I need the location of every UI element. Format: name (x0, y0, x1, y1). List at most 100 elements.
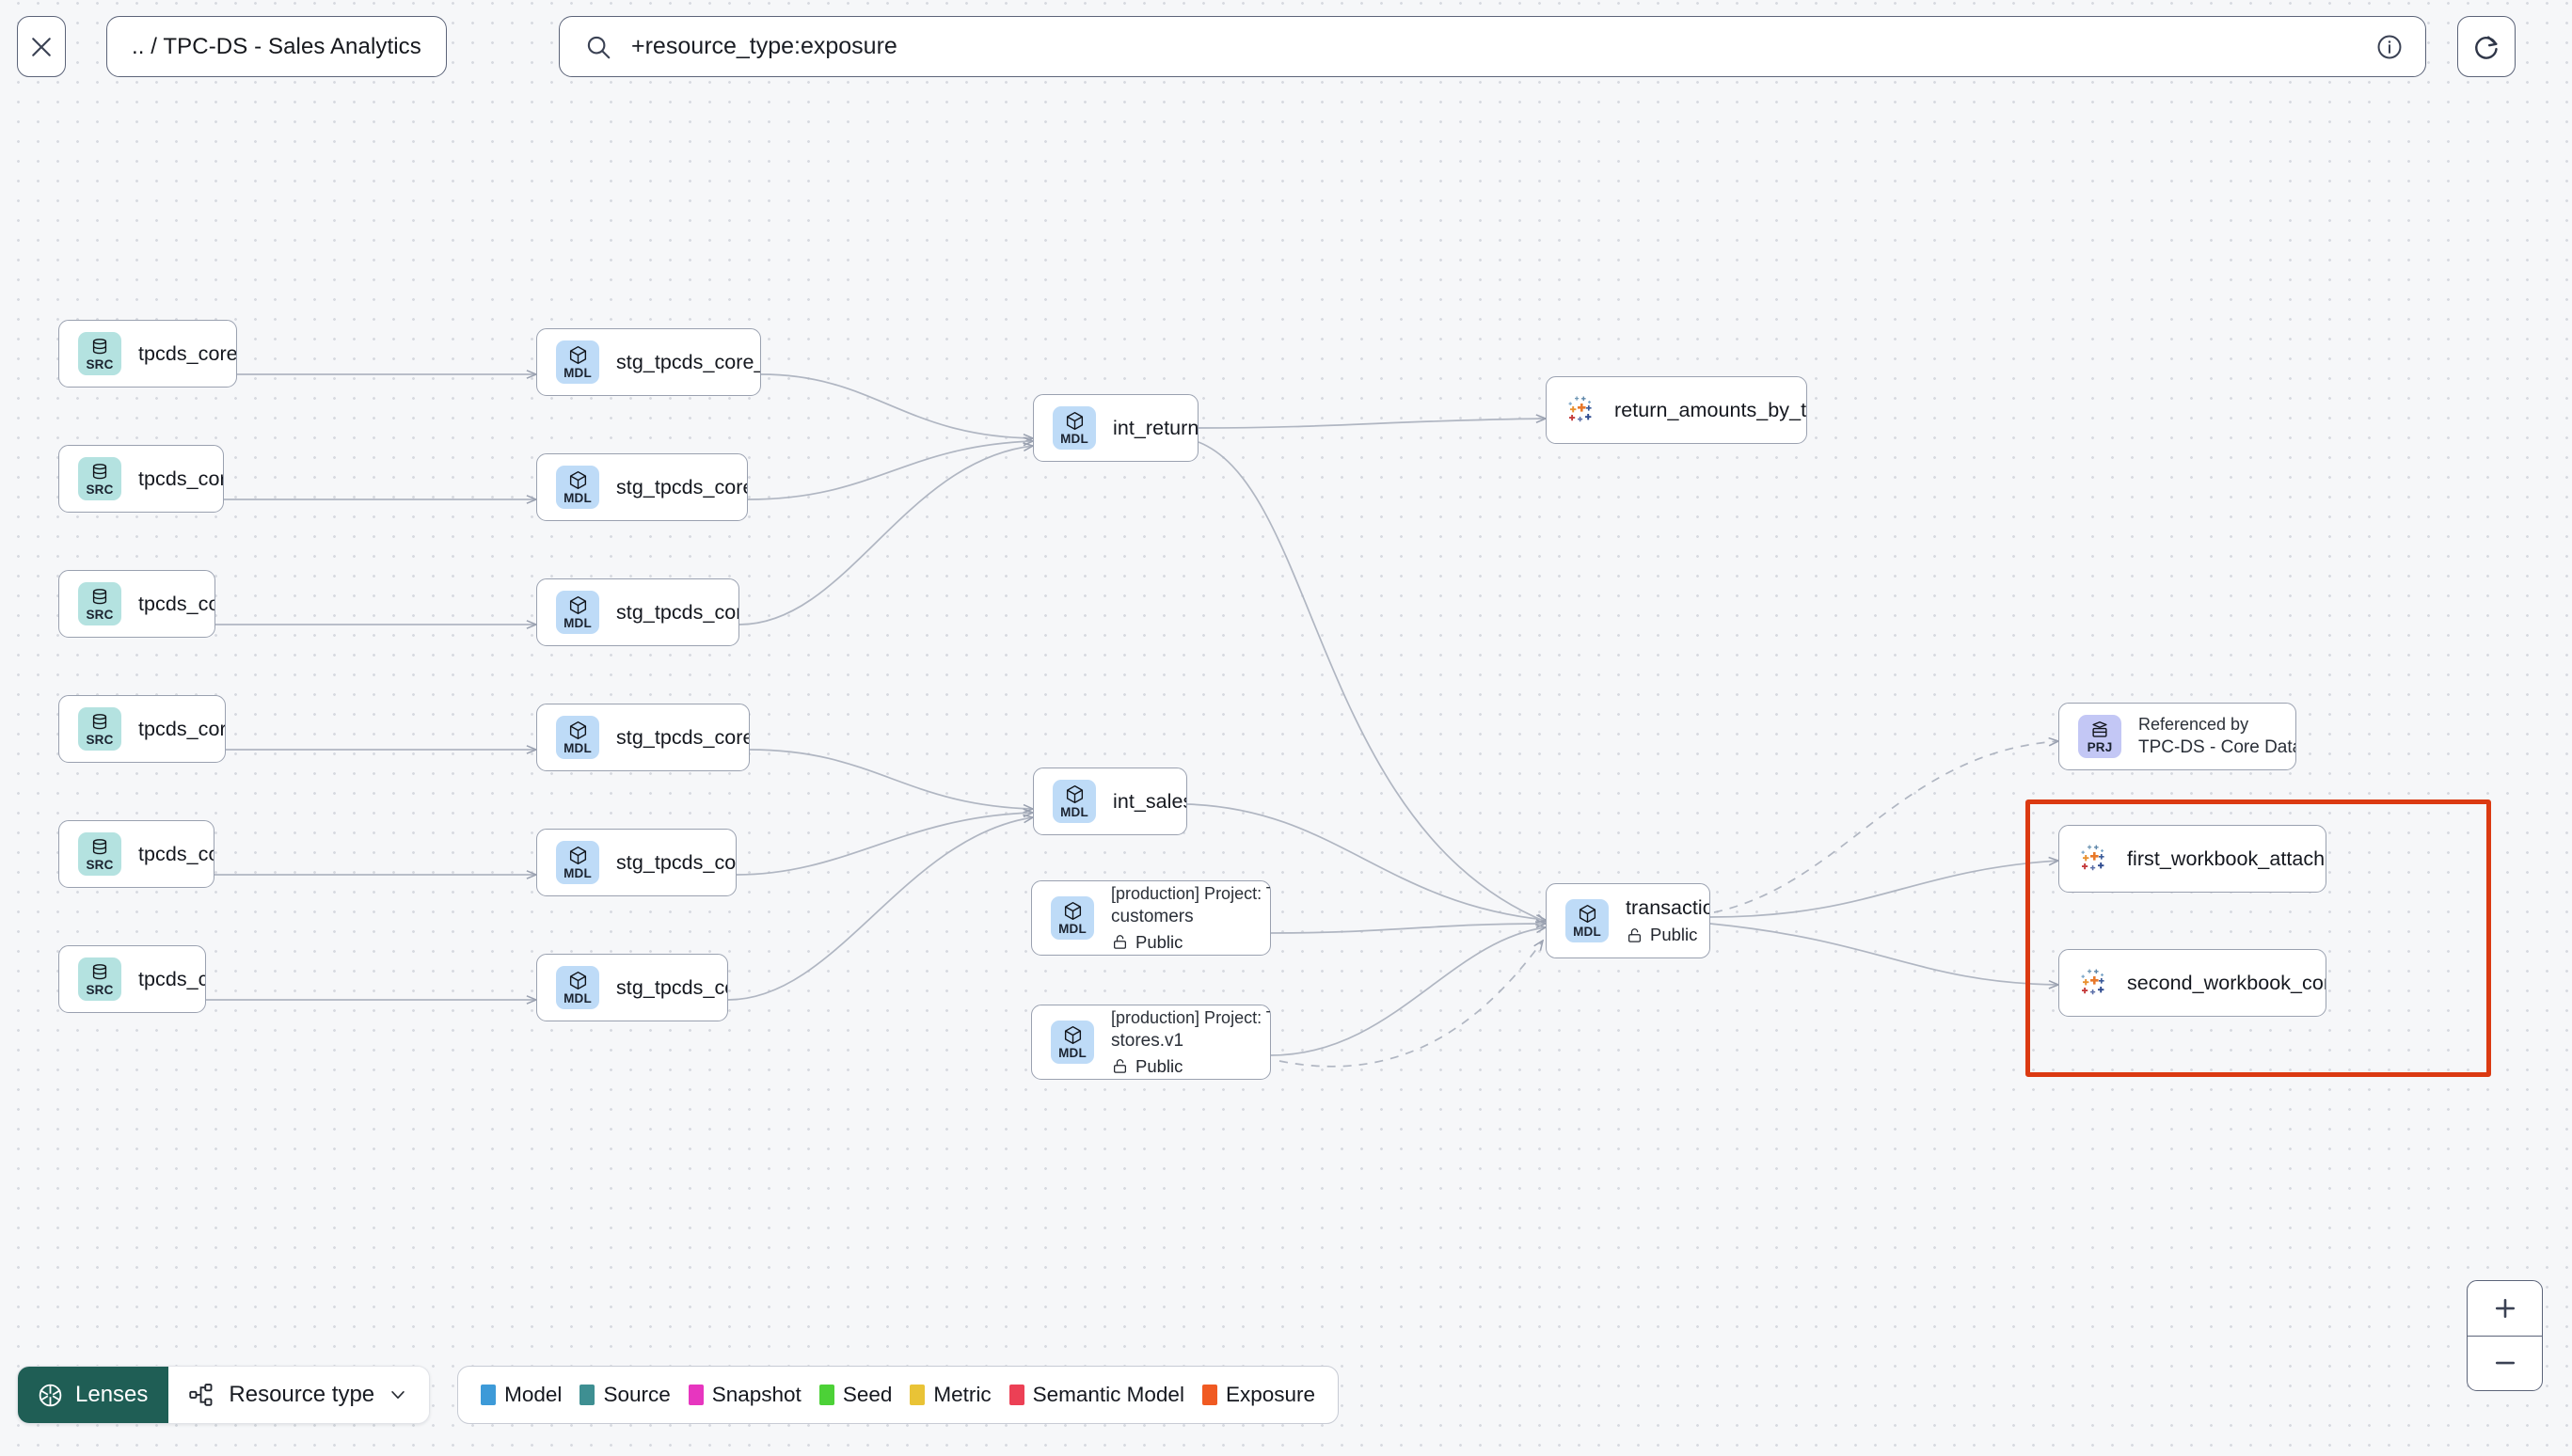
graph-node-stg_store_returns[interactable]: MDL stg_tpcds_core__store_returns (536, 453, 748, 521)
model-badge: MDL (556, 716, 599, 759)
lenses-group: Lenses Resource type (17, 1366, 431, 1424)
node-labels: transactionsPublic (1626, 896, 1709, 945)
database-icon (92, 588, 107, 605)
legend-label: Semantic Model (1032, 1383, 1184, 1406)
node-title: TPC-DS - Core Data Models (2138, 737, 2295, 757)
badge-type-label: MDL (1058, 1046, 1087, 1061)
graph-node-customers[interactable]: MDL [production] Project: TPC-DS - Core D… (1031, 880, 1271, 956)
source-badge: SRC (78, 457, 121, 500)
node-title: stg_tpcds_core__store_returns (616, 475, 747, 499)
node-title: stg_tpcds_core__catalog_sales (616, 725, 749, 749)
unlock-icon (1628, 927, 1641, 942)
aperture-icon (39, 1384, 62, 1406)
cube-icon (569, 471, 586, 490)
lenses-label: Lenses (75, 1382, 149, 1407)
info-icon[interactable] (2374, 32, 2405, 62)
badge-type-label: MDL (1573, 925, 1601, 940)
graph-node-stores-v1[interactable]: MDL [production] Project: TPC-DS - Core D… (1031, 1005, 1271, 1080)
badge-type-label: MDL (564, 491, 592, 506)
zoom-controls (2467, 1280, 2543, 1391)
graph-node-return-amounts-exposure[interactable]: return_amounts_by_transaction_type (1546, 376, 1807, 444)
close-button[interactable] (17, 16, 66, 77)
node-labels: return_amounts_by_transaction_type (1614, 399, 1806, 422)
graph-node-int-sales-unioned[interactable]: MDL int_sales__unioned (1033, 768, 1187, 835)
node-visibility-label: Public (1650, 925, 1698, 944)
graph-node-first_workbook-exposure[interactable]: first_workbook_attached_to_tpc-ds_-_… (2058, 825, 2326, 893)
zoom-out-button[interactable] (2468, 1337, 2542, 1391)
badge-type-label: SRC (86, 607, 114, 622)
node-title: int_sales__unioned (1113, 789, 1186, 813)
graph-node-second_workbook-exposure[interactable]: second_workbook_connected_to_live… (2058, 949, 2326, 1017)
model-badge: MDL (1051, 896, 1094, 940)
legend-swatch (818, 1385, 834, 1405)
node-visibility: Public (1111, 1056, 1270, 1077)
plus-icon (2495, 1298, 2515, 1318)
model-badge: MDL (1053, 780, 1096, 823)
zoom-in-button[interactable] (2468, 1281, 2542, 1337)
database-icon (92, 713, 107, 730)
badge-type-label: MDL (1060, 805, 1088, 820)
source-badge: SRC (78, 332, 121, 375)
node-title: stg_tpcds_core__catalog_returns (616, 350, 760, 373)
cube-icon (569, 721, 586, 740)
lenses-button[interactable]: Lenses (18, 1367, 169, 1423)
node-title: return_amounts_by_transaction_type (1614, 398, 1806, 421)
legend-item-snapshot[interactable]: Snapshot (688, 1383, 802, 1407)
legend-item-seed[interactable]: Seed (818, 1383, 892, 1407)
node-labels: tpcds_core.store_returns (138, 467, 223, 491)
legend-label: Snapshot (711, 1383, 802, 1406)
legend-item-model[interactable]: Model (481, 1383, 562, 1407)
legend-item-semantic-model[interactable]: Semantic Model (1008, 1383, 1184, 1407)
legend-item-metric[interactable]: Metric (910, 1383, 992, 1407)
refresh-icon (2475, 35, 2498, 59)
node-title: tpcds_core.catalog_returns (138, 341, 236, 365)
cube-icon (569, 847, 586, 865)
breadcrumb[interactable]: .. / TPC-DS - Sales Analytics (106, 16, 447, 77)
source-badge: SRC (78, 957, 121, 1001)
legend-item-source[interactable]: Source (579, 1383, 671, 1407)
graph-node-transactions[interactable]: MDL transactionsPublic (1546, 883, 1710, 958)
cube-icon (1064, 1026, 1081, 1045)
node-title: tpcds_core.catalog_sales (138, 717, 225, 740)
project-badge: PRJ (2078, 715, 2121, 758)
breadcrumb-label: .. / TPC-DS - Sales Analytics (132, 33, 421, 59)
badge-type-label: MDL (564, 366, 592, 381)
node-labels: tpcds_core.web_returns (138, 593, 214, 616)
node-labels: second_workbook_connected_to_live… (2127, 972, 2326, 995)
search-input[interactable]: +resource_type:exposure (631, 33, 897, 59)
graph-node-src_web_returns[interactable]: SRC tpcds_core.web_returns (58, 570, 215, 638)
graph-node-stg_catalog_returns[interactable]: MDL stg_tpcds_core__catalog_returns (536, 328, 761, 396)
graph-node-src_store_returns[interactable]: SRC tpcds_core.store_returns (58, 445, 224, 513)
search-bar[interactable]: +resource_type:exposure (559, 16, 2426, 77)
legend-swatch (579, 1385, 595, 1405)
cube-icon (1066, 412, 1083, 431)
graph-node-src_catalog_returns[interactable]: SRC tpcds_core.catalog_returns (58, 320, 237, 388)
resource-type-button[interactable]: Resource type (168, 1367, 430, 1423)
legend-item-exposure[interactable]: Exposure (1201, 1383, 1315, 1407)
unlock-icon (1114, 935, 1126, 949)
badge-type-label: SRC (86, 982, 114, 997)
legend-swatch (910, 1385, 926, 1405)
model-badge: MDL (1053, 406, 1096, 450)
node-project-meta: [production] Project: TPC-DS - Core Data… (1111, 883, 1270, 903)
node-title: stg_tpcds_core__web_returns (616, 600, 738, 624)
refresh-button[interactable] (2457, 16, 2516, 77)
database-icon (92, 338, 107, 355)
source-badge: SRC (78, 832, 121, 876)
unlock-icon (1114, 1059, 1126, 1073)
node-project-meta: [production] Project: TPC-DS - Core Data… (1111, 1007, 1270, 1027)
graph-node-stg_catalog_sales[interactable]: MDL stg_tpcds_core__catalog_sales (536, 704, 750, 771)
node-labels: stg_tpcds_core__web_sales (616, 976, 727, 1000)
node-title: second_workbook_connected_to_live… (2127, 971, 2326, 994)
legend-swatch (1008, 1385, 1024, 1405)
model-badge: MDL (1565, 899, 1609, 942)
